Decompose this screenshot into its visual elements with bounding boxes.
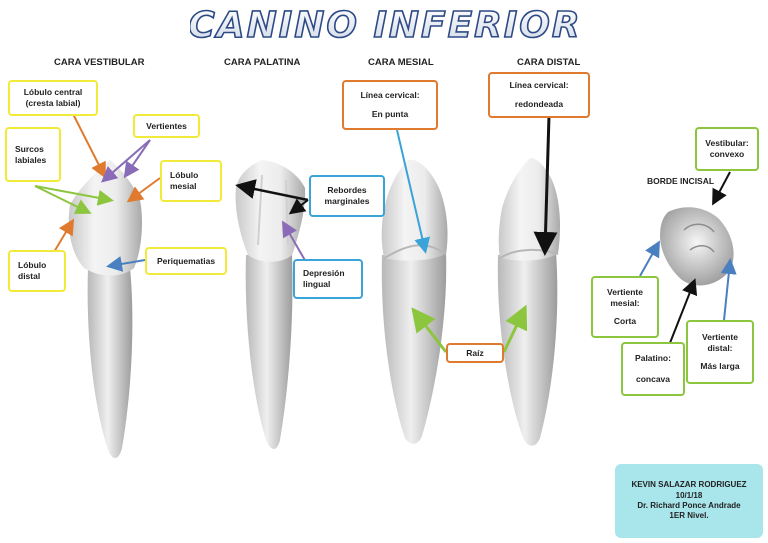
credits-panel: KEVIN SALAZAR RODRIGUEZ 10/1/18 Dr. Rich… bbox=[615, 464, 763, 538]
credit-date: 10/1/18 bbox=[675, 490, 703, 500]
tooth-vestibular bbox=[68, 160, 142, 459]
label-surcos-labiales: Surcos labiales bbox=[5, 127, 61, 182]
view-label-vestibular: CARA VESTIBULAR bbox=[54, 57, 145, 68]
label-vertiente-mesial: Vertiente mesial: Corta bbox=[591, 276, 659, 338]
label-periquematias: Periquematias bbox=[145, 247, 227, 275]
label-vertientes: Vertientes bbox=[133, 114, 200, 138]
view-label-mesial: CARA MESIAL bbox=[368, 57, 434, 68]
tooth-mesial bbox=[381, 159, 448, 444]
label-lobulo-central: Lóbulo central (cresta labial) bbox=[8, 80, 98, 116]
label-palatino-concava: Palatino: concava bbox=[621, 342, 685, 396]
label-lobulo-distal: Lóbulo distal bbox=[8, 250, 66, 292]
credit-student: KEVIN SALAZAR RODRIGUEZ bbox=[631, 480, 747, 490]
tooth-distal bbox=[497, 158, 560, 446]
view-label-distal: CARA DISTAL bbox=[517, 57, 581, 68]
label-vestibular-convexo: Vestibular: convexo bbox=[695, 127, 759, 171]
label-linea-cervical-mesial: Línea cervical: En punta bbox=[342, 80, 438, 130]
label-rebordes-marginales: Rebordes marginales bbox=[309, 175, 385, 217]
svg-text:CANINO INFERIOR: CANINO INFERIOR bbox=[190, 5, 580, 46]
credit-level: 1ER Nivel. bbox=[669, 511, 709, 521]
label-lobulo-mesial: Lóbulo mesial bbox=[160, 160, 222, 202]
label-linea-cervical-distal: Línea cervical: redondeada bbox=[488, 72, 590, 118]
view-label-palatina: CARA PALATINA bbox=[224, 57, 301, 68]
tooth-palatina bbox=[235, 160, 306, 449]
credit-teacher: Dr. Richard Ponce Andrade bbox=[637, 501, 741, 510]
label-vertiente-distal: Vertiente distal: Más larga bbox=[686, 320, 754, 384]
diagram-title: CANINO INFERIOR bbox=[190, 4, 580, 46]
label-depresion-lingual: Depresión lingual bbox=[293, 259, 363, 299]
label-raiz: Raíz bbox=[446, 343, 504, 363]
tooth-incisal bbox=[660, 207, 734, 286]
view-label-incisal: BORDE INCISAL bbox=[647, 176, 715, 186]
